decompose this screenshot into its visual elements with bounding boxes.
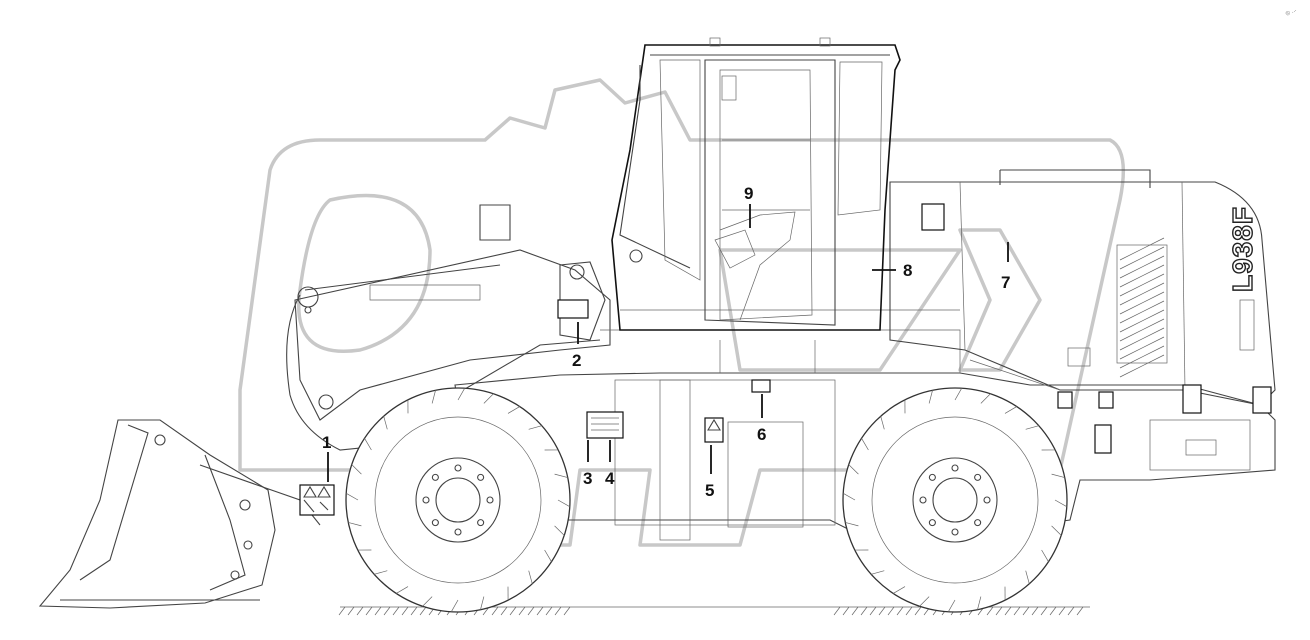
- model-badge: L938F: [1227, 206, 1258, 292]
- rear-wheel: [843, 388, 1067, 612]
- callout-4: 4: [605, 469, 615, 488]
- callout-2: 2: [572, 351, 581, 370]
- callout-3: 3: [583, 469, 592, 488]
- callout-7: 7: [1001, 273, 1010, 292]
- corner-watermark-text: © ...: [1285, 6, 1298, 18]
- decal-3-4-nameplate: [587, 412, 623, 438]
- decal-1-warning: [300, 485, 334, 515]
- decal-2-plate: [558, 300, 588, 318]
- model-badge-text: L938F: [1227, 206, 1258, 292]
- bucket: [40, 420, 320, 608]
- callout-9: 9: [744, 184, 753, 203]
- corner-watermark: © ...: [1285, 6, 1298, 18]
- callout-1: 1: [322, 433, 331, 452]
- front-wheel: [346, 388, 570, 612]
- hood-grille-hatch: [1120, 238, 1164, 377]
- callout-8: 8: [903, 261, 912, 280]
- decal-5-warning: [705, 418, 723, 442]
- operator-cab: [612, 38, 900, 330]
- callout-6: 6: [757, 425, 766, 444]
- callout-5: 5: [705, 481, 714, 500]
- decal-6-label: [752, 380, 770, 392]
